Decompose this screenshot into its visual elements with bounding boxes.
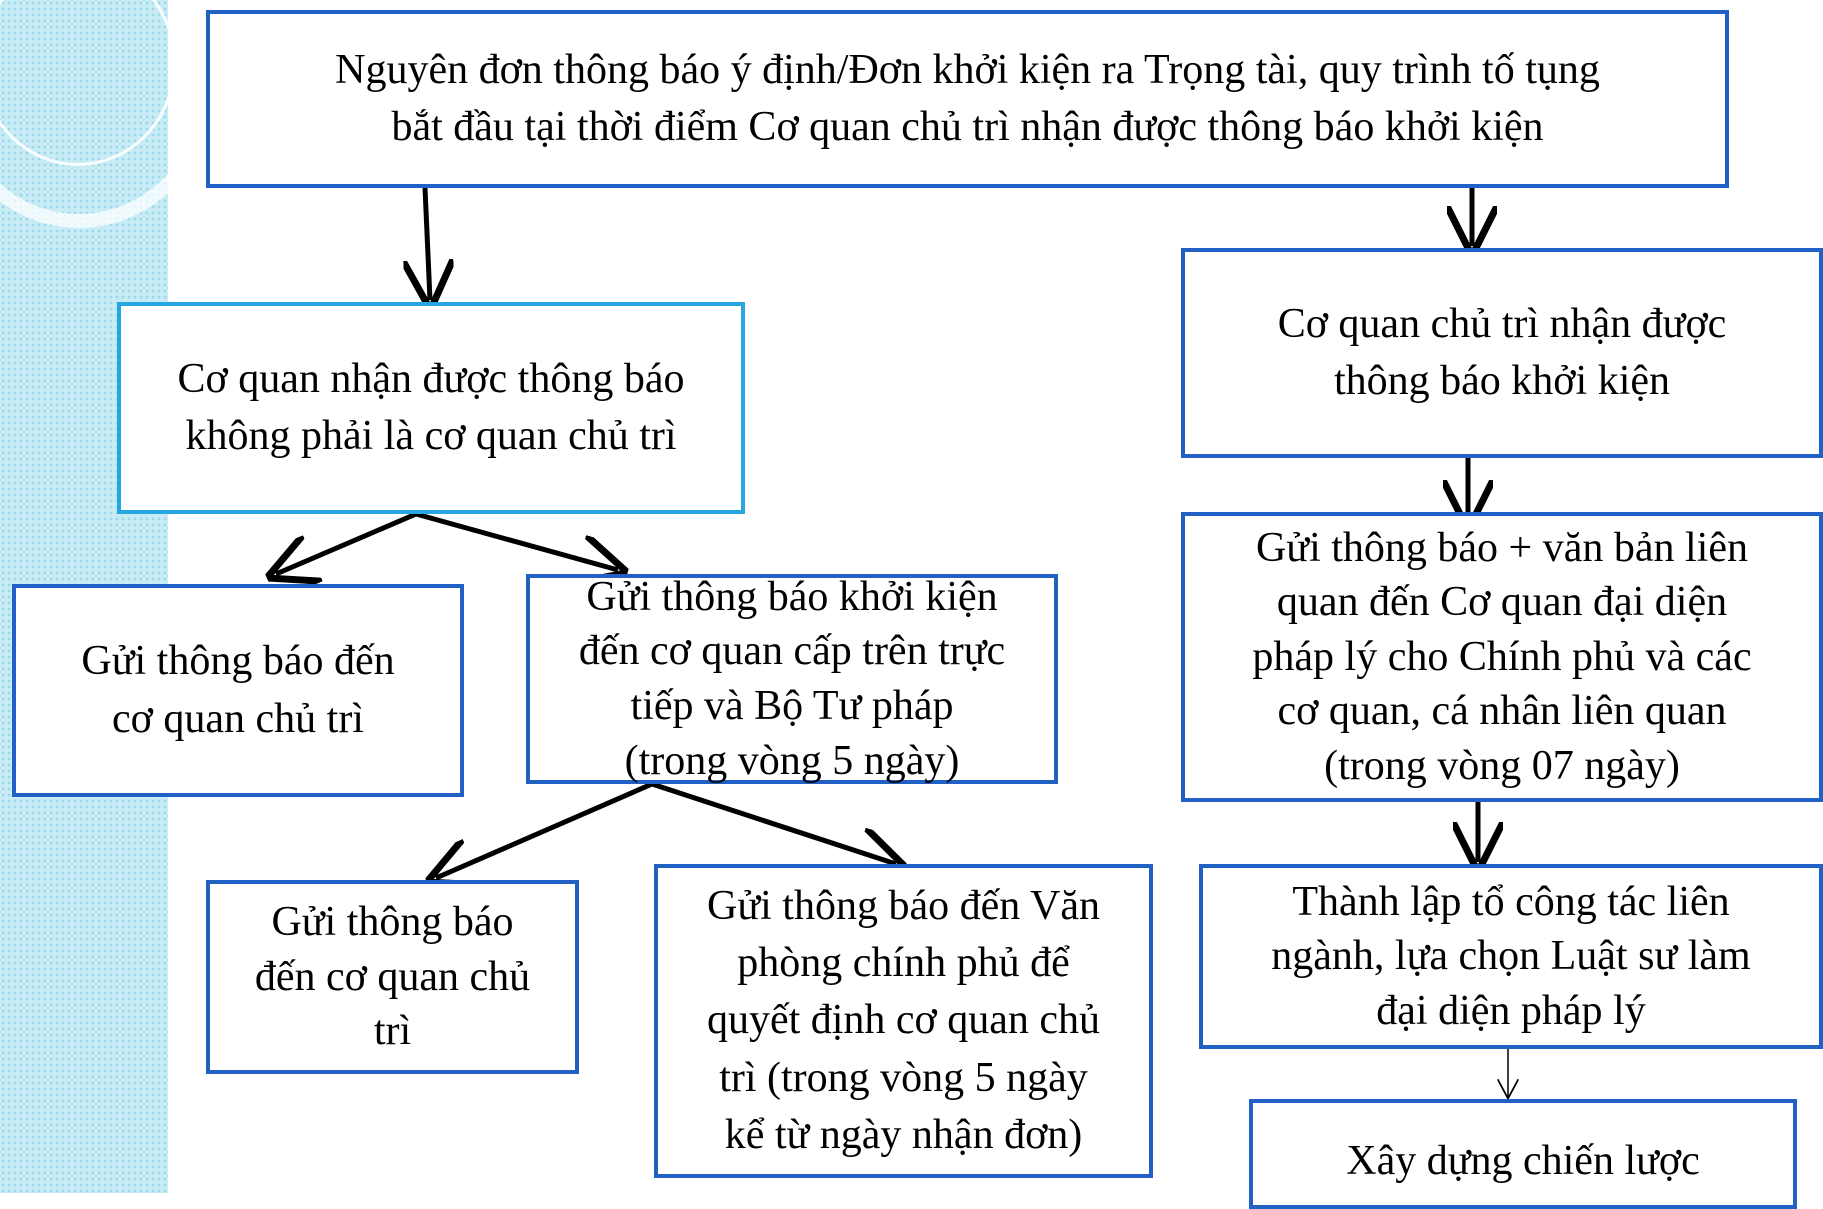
node-start-text: Nguyên đơn thông báo ý định/Đơn khởi kiệ…	[335, 46, 1600, 150]
node-send-gov-office-text: Gửi thông báo đến Văn phòng chính phủ để…	[706, 883, 1101, 1158]
node-start: Nguyên đơn thông báo ý định/Đơn khởi kiệ…	[206, 10, 1729, 188]
node-send-superior-text: Gửi thông báo khởi kiện đến cơ quan cấp …	[578, 573, 1006, 784]
node-strategy-text: Xây dựng chiến lược	[1346, 1138, 1700, 1184]
arrow-not-host-to-send-to-host	[276, 511, 417, 574]
node-send-superior: Gửi thông báo khởi kiện đến cơ quan cấp …	[526, 574, 1058, 784]
node-task-force: Thành lập tổ công tác liên ngành, lựa ch…	[1199, 864, 1823, 1049]
arrow-superior-to-send-to-host-2	[436, 781, 653, 878]
node-task-force-text: Thành lập tổ công tác liên ngành, lựa ch…	[1271, 878, 1751, 1034]
node-send-to-host-text: Gửi thông báo đến cơ quan chủ trì	[81, 638, 395, 742]
node-host-received-text: Cơ quan chủ trì nhận được thông báo khởi…	[1277, 300, 1727, 404]
node-send-to-host: Gửi thông báo đến cơ quan chủ trì	[12, 584, 464, 797]
arrow-not-host-to-send-superior	[415, 511, 618, 570]
node-send-gov-office: Gửi thông báo đến Văn phòng chính phủ để…	[654, 864, 1153, 1178]
node-send-to-host-2: Gửi thông báo đến cơ quan chủ trì	[206, 880, 579, 1074]
node-send-to-host-2-text: Gửi thông báo đến cơ quan chủ trì	[254, 899, 531, 1055]
arrow-superior-to-gov-office	[651, 781, 896, 864]
node-send-docs: Gửi thông báo + văn bản liên quan đến Cơ…	[1181, 512, 1823, 802]
node-send-docs-text: Gửi thông báo + văn bản liên quan đến Cơ…	[1252, 524, 1752, 789]
node-not-host: Cơ quan nhận được thông báo không phải l…	[117, 302, 745, 514]
node-not-host-text: Cơ quan nhận được thông báo không phải l…	[177, 355, 685, 459]
arrow-start-to-not-host	[425, 187, 430, 300]
node-host-received: Cơ quan chủ trì nhận được thông báo khởi…	[1181, 248, 1823, 458]
